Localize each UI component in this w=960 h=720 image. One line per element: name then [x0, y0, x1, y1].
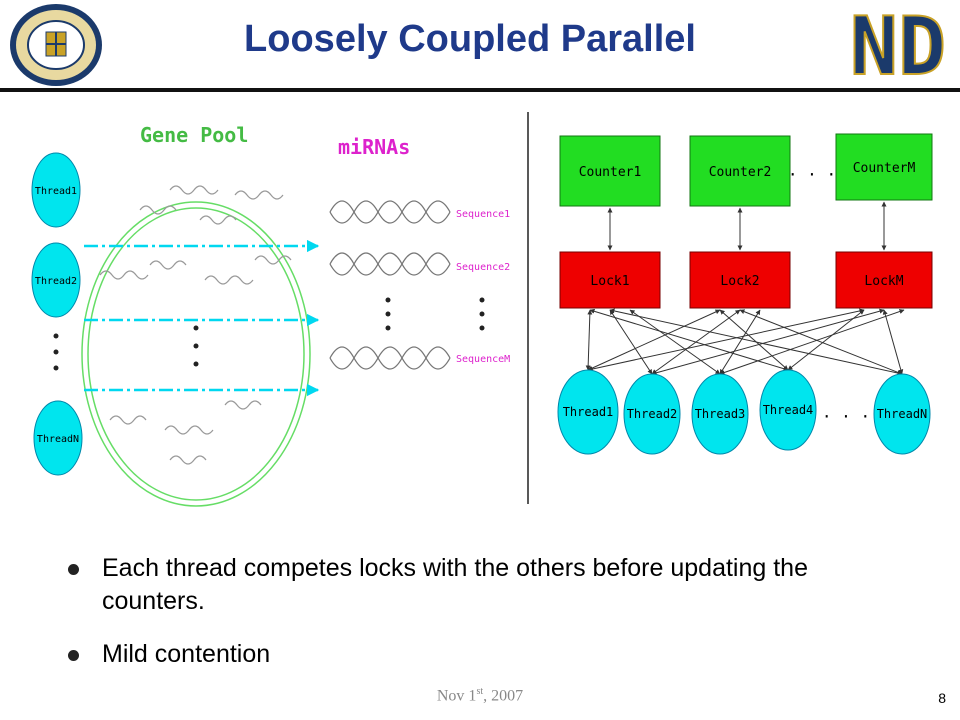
bullet-item: Mild contention [64, 638, 884, 671]
thread-node [873, 373, 931, 455]
thread-node [759, 369, 817, 451]
lock-label: Lock2 [720, 274, 759, 289]
counter-box [559, 135, 661, 207]
thread-lock-arrow [609, 308, 903, 376]
thread-label: ThreadN [37, 434, 79, 445]
lock-label: Lock1 [590, 274, 629, 289]
svg-text:ND: ND [850, 4, 946, 86]
thread-label: Thread1 [35, 186, 77, 197]
counter-box [835, 133, 933, 201]
counter-box [689, 135, 791, 207]
gene-pool-diagram: Gene Pool miRNAs Thread1 Thread2 Th [31, 123, 510, 507]
thread-lock-arrow [739, 309, 903, 375]
gene-pool-circle-inner [87, 207, 305, 501]
thread-label: Thread2 [35, 276, 77, 287]
thread-lock-arrow [609, 309, 653, 375]
thread-lock-arrow [629, 309, 721, 375]
notre-dame-logo: ND [849, 4, 947, 86]
mirna-dots [385, 297, 485, 331]
slide-title: Loosely Coupled Parallel [244, 18, 696, 60]
lock-box [559, 251, 661, 309]
gene-helices [99, 185, 292, 465]
footer-date-suffix: , 2007 [483, 687, 524, 705]
thread-label: Thread2 [627, 407, 678, 421]
lock-counter-diagram: Counter1 Counter2 CounterM · · · Lock1 L… [557, 133, 933, 455]
footer-date-sup: st [476, 686, 484, 697]
header-rule [0, 88, 960, 92]
sequence-label: Sequence2 [456, 262, 510, 273]
bullet-list: Each thread competes locks with the othe… [64, 552, 884, 691]
diagrams: Gene Pool miRNAs Thread1 Thread2 Th [31, 112, 933, 507]
counter-lock-arrows [607, 201, 887, 251]
thread-lock-arrow [589, 308, 789, 372]
thread-node [31, 242, 81, 318]
counter-label: Counter2 [709, 165, 772, 180]
thread-node [31, 152, 81, 228]
thread-lock-arrow [787, 309, 865, 371]
thread-lock-arrow [585, 309, 593, 371]
dashed-arrows [84, 239, 320, 397]
counter-ellipsis: · · · [788, 165, 836, 184]
footer-date: Nov 1st, 2007 [0, 686, 960, 705]
gene-pool-label: Gene Pool [140, 123, 248, 147]
thread-label: Thread1 [563, 405, 614, 419]
thread-dots [53, 333, 59, 371]
thread-label: Thread4 [763, 403, 814, 417]
page-number: 8 [938, 690, 946, 706]
gene-pool-circle [81, 201, 311, 507]
thread-node [33, 400, 83, 476]
mirna-waves [329, 200, 451, 370]
sequence-label: SequenceM [456, 354, 510, 365]
mirnas-label: miRNAs [338, 135, 410, 159]
lock-label: LockM [864, 274, 903, 289]
thread-node [557, 369, 619, 455]
thread-ellipsis: · · · [822, 407, 870, 426]
thread-lock-arrows [585, 308, 905, 376]
gene-pool-dots [193, 325, 199, 367]
sequence-label: Sequence1 [456, 209, 510, 220]
thread-label: ThreadN [877, 407, 928, 421]
thread-lock-arrow [882, 309, 904, 375]
counter-label: Counter1 [579, 165, 642, 180]
thread-node [623, 373, 681, 455]
university-seal-logo [10, 4, 102, 86]
lock-box [835, 251, 933, 309]
thread-label: Thread3 [695, 407, 746, 421]
bullet-item: Each thread competes locks with the othe… [64, 552, 884, 618]
lock-box [689, 251, 791, 309]
thread-node [691, 373, 749, 455]
footer-date-prefix: Nov 1 [436, 687, 477, 705]
counter-label: CounterM [853, 161, 916, 176]
